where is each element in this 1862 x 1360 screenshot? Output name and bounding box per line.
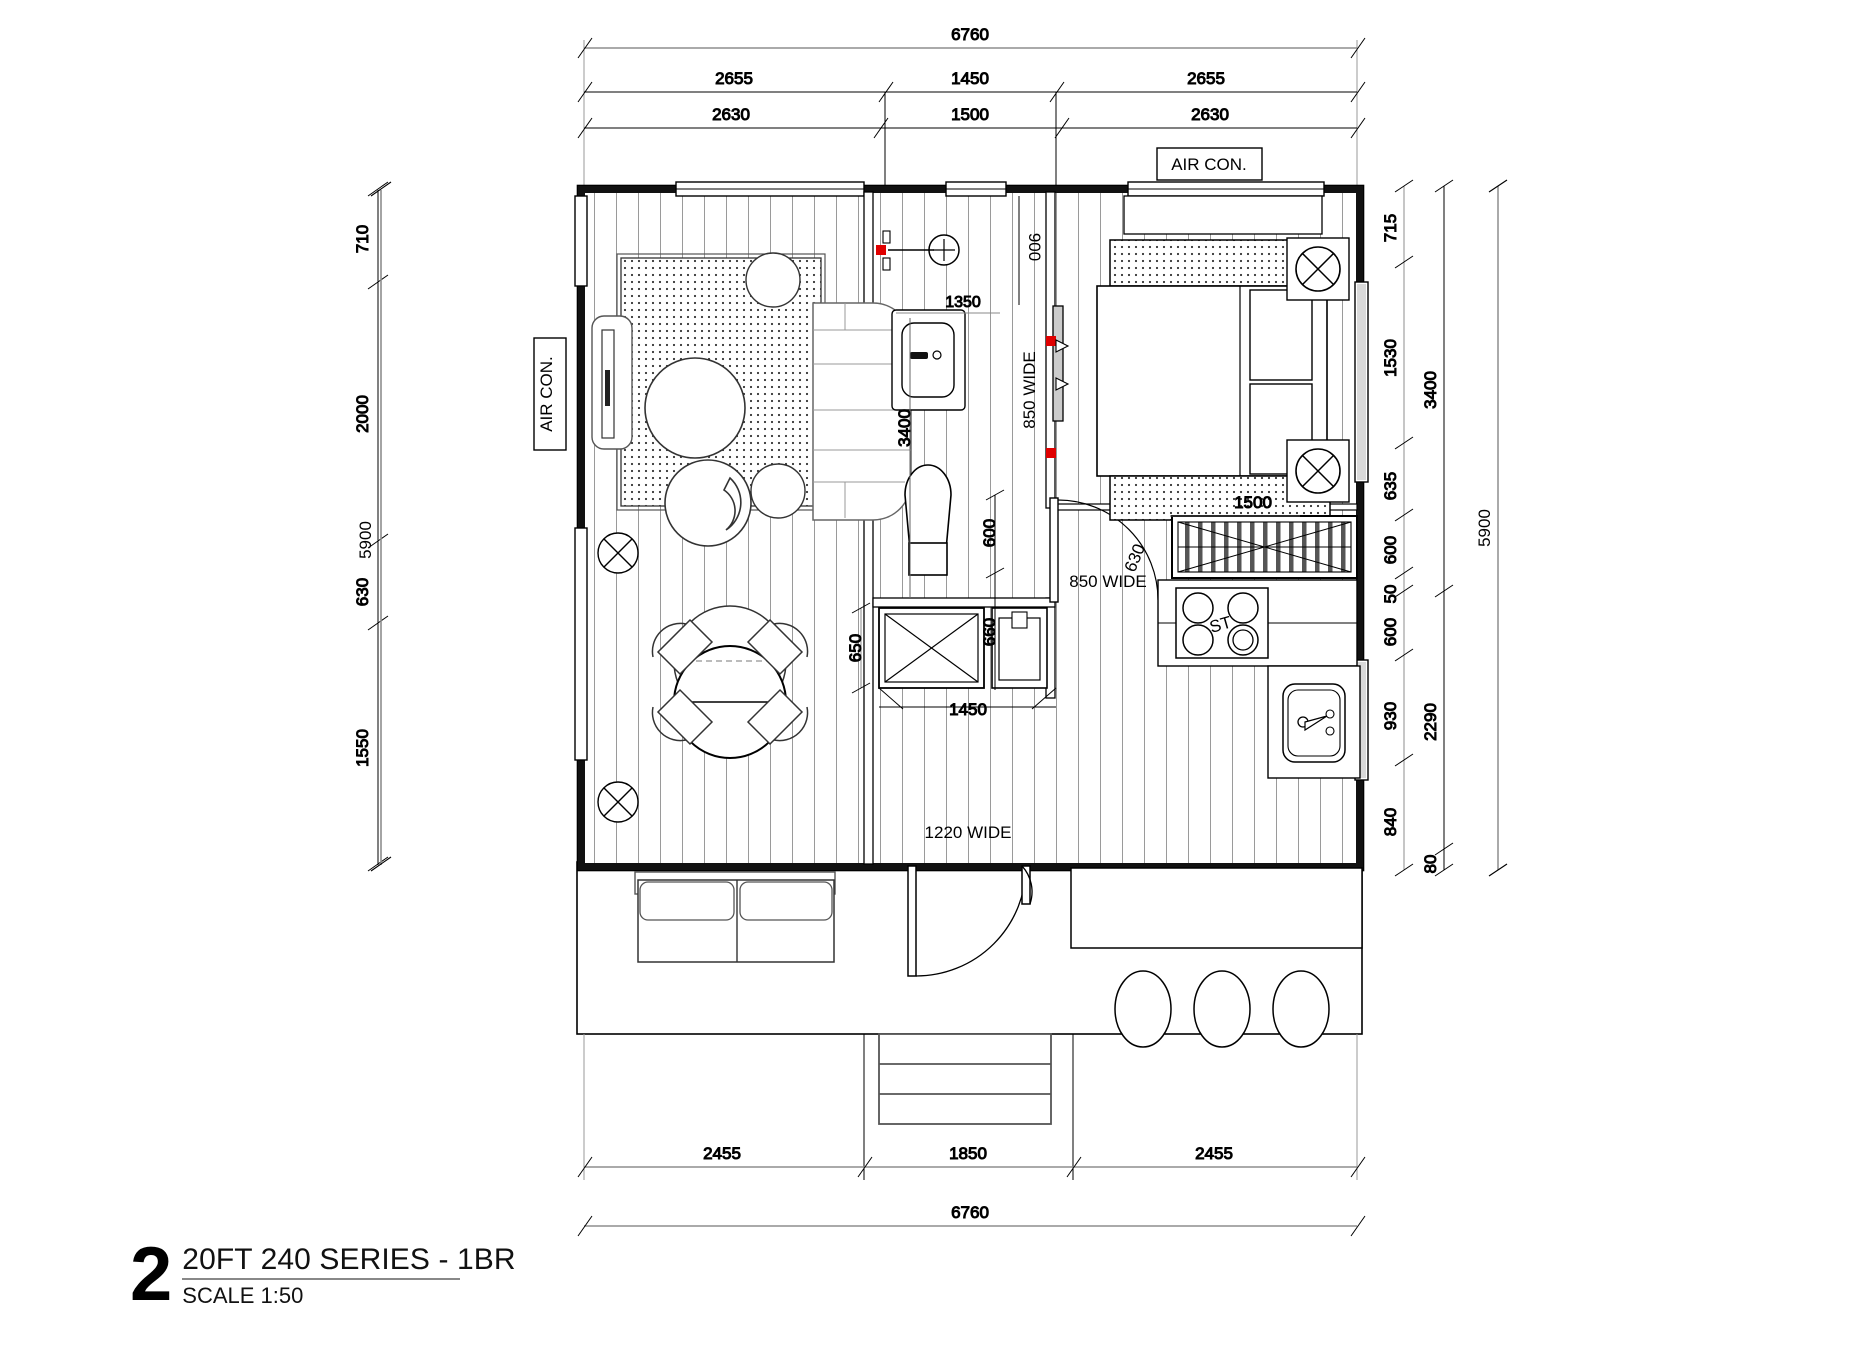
bath-shower-tray bbox=[878, 607, 985, 689]
dim-toilet-depth: 660 bbox=[980, 618, 999, 646]
dim-toilet: 600 660 bbox=[980, 489, 1005, 690]
window-right-bedroom bbox=[1354, 281, 1369, 483]
air-con-left-text: AIR CON. bbox=[537, 356, 556, 432]
partition-bath-bottom bbox=[872, 597, 1056, 608]
dimension-top: 6760 2655 1450 2655 2630 1500 2630 bbox=[577, 25, 1366, 190]
title-block: 2 20FT 240 SERIES - 1BR SCALE 1:50 bbox=[130, 1232, 516, 1317]
dim-right-1: 715 bbox=[1381, 214, 1400, 242]
drawing-title: 20FT 240 SERIES - 1BR bbox=[182, 1243, 516, 1276]
dim-top-b-1: 2630 bbox=[712, 105, 750, 124]
door-front-label: 1220 WIDE bbox=[925, 823, 1012, 842]
window-top-bath bbox=[945, 181, 1007, 197]
armchair bbox=[664, 459, 752, 547]
dim-vanity: 1350 bbox=[896, 294, 1000, 314]
dim-top-a-3: 2655 bbox=[1187, 69, 1225, 88]
dim-top-total: 6760 bbox=[951, 25, 989, 44]
dimension-left: 710 2000 630 1550 bbox=[353, 181, 389, 872]
window-left-lower bbox=[574, 527, 588, 761]
dim-left-3: 630 bbox=[353, 578, 372, 606]
air-con-top-text: AIR CON. bbox=[1171, 155, 1247, 174]
dim-top-a-2: 1450 bbox=[951, 69, 989, 88]
bedside-light-bottom bbox=[1286, 439, 1350, 503]
dim-bed-width: 1500 bbox=[1170, 493, 1300, 517]
dim-bath-length: 3400 bbox=[895, 318, 915, 598]
detail-number: 2 bbox=[130, 1232, 173, 1317]
dim-shower-depth-text: 650 bbox=[846, 634, 865, 662]
dim-top-b-2: 1500 bbox=[951, 105, 989, 124]
bath-cabinet bbox=[991, 607, 1048, 689]
outdoor-bench bbox=[1070, 867, 1363, 949]
dim-left-total: 5900 bbox=[356, 521, 375, 559]
dim-right-mid-2: 2290 bbox=[1421, 703, 1440, 741]
dim-right-6: 600 bbox=[1381, 618, 1400, 646]
dim-bath-window-text: 900 bbox=[1025, 233, 1044, 261]
dim-right-mid-1: 3400 bbox=[1421, 371, 1440, 409]
dim-right-2: 1530 bbox=[1381, 339, 1400, 377]
dim-bed-width-text: 1500 bbox=[1234, 493, 1272, 512]
door-bed-label: 850 WIDE bbox=[1069, 572, 1146, 591]
bath-toilet bbox=[904, 464, 952, 576]
ceiling-light-dining bbox=[597, 781, 639, 823]
front-door bbox=[907, 865, 1033, 977]
dimension-right-inner: 715 1530 635 600 50 600 930 840 bbox=[1381, 179, 1414, 877]
kitchen-sink bbox=[1267, 665, 1361, 779]
dim-right-3: 635 bbox=[1381, 472, 1400, 500]
bedside-light-top bbox=[1286, 237, 1350, 301]
dim-right-4: 600 bbox=[1381, 536, 1400, 564]
air-con-label-top: AIR CON. bbox=[1156, 147, 1263, 181]
dim-toilet-clear: 600 bbox=[980, 519, 999, 547]
door-bath-label: 850 WIDE bbox=[1020, 351, 1039, 428]
dim-bottom-3: 2455 bbox=[1195, 1144, 1233, 1163]
dim-bottom-total: 6760 bbox=[951, 1203, 989, 1222]
dim-bottom-1: 2455 bbox=[703, 1144, 741, 1163]
coffee-table bbox=[644, 357, 746, 459]
partition-bath-living bbox=[863, 191, 874, 865]
dining-set bbox=[651, 605, 809, 759]
drawing-scale: SCALE 1:50 bbox=[182, 1283, 304, 1308]
dim-vanity-text: 1350 bbox=[945, 294, 981, 311]
dim-right-7: 930 bbox=[1381, 702, 1400, 730]
door-bedroom bbox=[1049, 497, 1159, 603]
door-bathroom bbox=[1046, 305, 1070, 458]
dim-top-b-3: 2630 bbox=[1191, 105, 1229, 124]
bath-shower-head bbox=[876, 230, 960, 271]
side-table-top bbox=[745, 252, 801, 308]
outdoor-sofa bbox=[634, 871, 836, 963]
window-top-bedroom bbox=[1127, 181, 1325, 197]
window-top-living bbox=[675, 181, 865, 197]
ceiling-light-living bbox=[597, 532, 639, 574]
cooktop: ST bbox=[1175, 587, 1269, 659]
dim-shower-depth: 650 bbox=[846, 602, 871, 694]
bar-stools bbox=[1114, 970, 1330, 1048]
dim-left-4: 1550 bbox=[353, 729, 372, 767]
dim-bottom-2: 1850 bbox=[949, 1144, 987, 1163]
dim-top-a-1: 2655 bbox=[715, 69, 753, 88]
title-rule bbox=[182, 1278, 461, 1280]
window-left-upper bbox=[574, 195, 588, 287]
bath-vanity bbox=[891, 309, 966, 411]
tv-unit bbox=[591, 315, 633, 450]
dimension-right-mid: 3400 2290 80 bbox=[1421, 179, 1454, 877]
air-con-label-left: AIR CON. bbox=[533, 337, 567, 451]
dim-left-2: 2000 bbox=[353, 395, 372, 433]
dim-shower-width: 1450 bbox=[878, 687, 1057, 720]
deck-steps bbox=[878, 1033, 1052, 1125]
wardrobe bbox=[1171, 515, 1358, 579]
dimension-bottom: 2455 1850 2455 6760 bbox=[577, 1034, 1366, 1237]
sofa-sectional bbox=[812, 302, 912, 521]
dim-left-1: 710 bbox=[353, 225, 372, 253]
dim-shower-width-text: 1450 bbox=[949, 700, 987, 719]
dim-right-8: 840 bbox=[1381, 808, 1400, 836]
dim-right-total: 5900 bbox=[1475, 509, 1494, 547]
dim-right-mid-3: 80 bbox=[1421, 855, 1440, 874]
dim-right-5: 50 bbox=[1381, 585, 1400, 604]
side-table-bottom bbox=[750, 463, 806, 519]
dim-bath-length-text: 3400 bbox=[895, 409, 914, 447]
